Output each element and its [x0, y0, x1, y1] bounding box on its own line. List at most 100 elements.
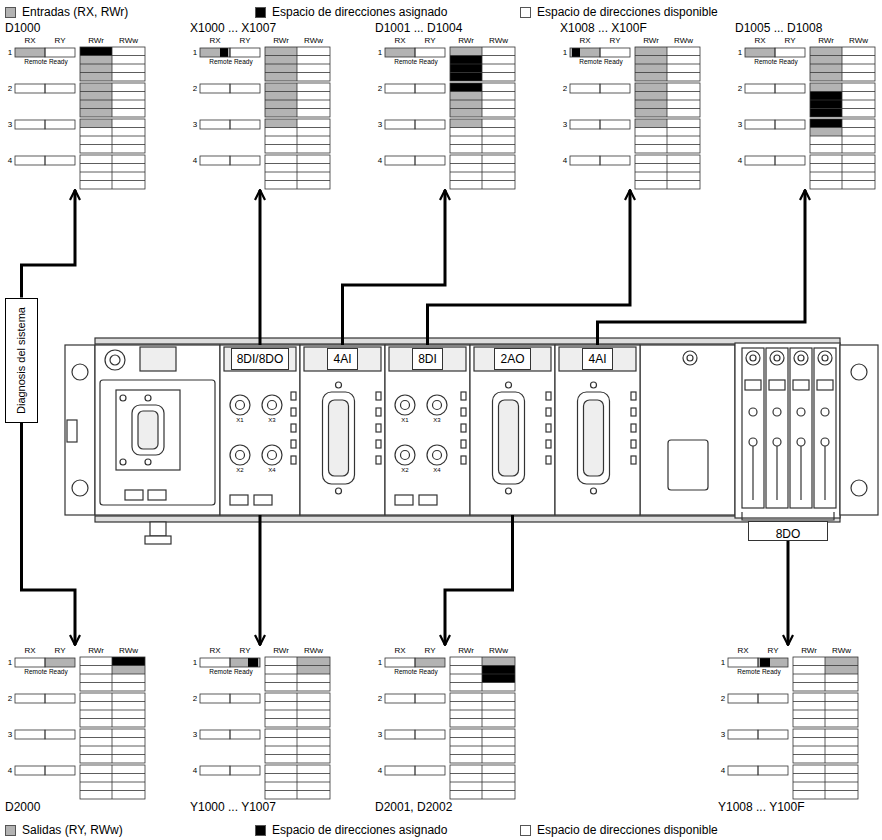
register-divider: [825, 765, 826, 799]
register-divider: [265, 163, 330, 164]
manual-override: [817, 380, 833, 390]
register-divider: [297, 83, 298, 117]
table-grid: [190, 35, 330, 190]
address-cell: [265, 119, 297, 128]
right-end-plate: [840, 345, 878, 515]
address-cell: [635, 83, 667, 92]
register-divider: [635, 91, 700, 92]
rx-strip: [200, 84, 230, 93]
table-grid: [375, 35, 515, 190]
status-led: [376, 440, 381, 448]
ry-strip: [775, 156, 805, 165]
legend-swatch: [5, 7, 16, 18]
socket-tag: X1: [230, 417, 250, 424]
address-cell: [810, 100, 842, 109]
table-cell: 1: [375, 658, 385, 668]
m12-socket: [230, 395, 250, 415]
table-label: RY: [425, 646, 436, 655]
table-label: RY: [55, 646, 66, 655]
socket-label: X4: [433, 467, 440, 473]
rx-strip: [200, 730, 230, 739]
socket-label: X4: [268, 467, 275, 473]
address-cell: [570, 48, 600, 57]
table-label: Remote Ready: [579, 58, 622, 65]
address-cell: [572, 48, 580, 57]
solenoid-cap: [822, 355, 828, 361]
register-divider: [482, 119, 483, 153]
ry-strip: [45, 658, 75, 667]
register-divider: [635, 136, 700, 137]
pneumatic-interface: [640, 345, 735, 515]
table-cell: 3: [375, 120, 385, 130]
register-divider: [450, 737, 515, 738]
table-cell: 2: [735, 84, 745, 94]
status-led: [461, 424, 466, 432]
address-cell: [635, 119, 667, 128]
table-label: RY: [55, 36, 66, 45]
register-divider: [112, 657, 113, 691]
register-divider: [450, 746, 515, 747]
ry-strip: [775, 120, 805, 129]
register-block: [635, 155, 700, 189]
rx-strip: [385, 120, 415, 129]
address-cell: [80, 92, 112, 101]
table-cell: RY: [758, 645, 788, 656]
io-module-housing: [220, 345, 300, 515]
table-cell: 3: [375, 730, 385, 740]
table-cell: RX: [385, 35, 415, 46]
table-cell: 2: [718, 694, 728, 704]
address-cell: [450, 73, 482, 82]
register-divider: [80, 64, 145, 65]
register-block: [80, 155, 145, 189]
ry-strip: [230, 766, 260, 775]
solenoid-cap: [794, 351, 808, 365]
memory-map-table: D2000RXRYRWrRWw1Remote Ready234: [5, 645, 145, 813]
socket-label: X2: [236, 467, 243, 473]
address-cell: [482, 657, 515, 666]
address-cell: [80, 47, 112, 56]
register-divider: [450, 64, 515, 65]
table-cell: 1: [5, 48, 15, 58]
register-divider: [265, 701, 330, 702]
register-divider: [635, 55, 700, 56]
table-cell: 4: [735, 156, 745, 166]
legend-entry: Espacio de direcciones asignado: [255, 823, 447, 837]
io-module: 2AO: [470, 345, 555, 515]
register-divider: [80, 754, 145, 755]
rx-strip: [15, 658, 45, 667]
memory-map-table: D1001 ... D1004RXRYRWrRWw1Remote Ready23…: [375, 22, 515, 190]
led-window: [395, 495, 413, 505]
status-led: [291, 424, 296, 432]
table-cell: RWw: [842, 35, 875, 46]
address-cell: [482, 674, 515, 683]
module-label: 8DO: [776, 527, 801, 541]
rx-strip: [570, 156, 600, 165]
register-divider: [265, 754, 330, 755]
address-heading: D1001 ... D1004: [375, 21, 462, 35]
ry-strip: [758, 766, 788, 775]
register-block: [265, 657, 330, 691]
table-label: RX: [754, 36, 765, 45]
table-label: 4: [378, 766, 382, 775]
sub-d-connector: [493, 392, 525, 484]
register-divider: [80, 136, 145, 137]
rx-strip: [385, 658, 415, 667]
register-divider: [810, 100, 875, 101]
table-label: 1: [193, 658, 197, 667]
rx-strip: [15, 730, 45, 739]
end-plate-slot: [67, 420, 77, 442]
table-label: 2: [8, 84, 12, 93]
register-block: [80, 729, 145, 763]
address-cell: [810, 100, 842, 109]
table-cell: RY: [230, 645, 260, 656]
table-cell: RWr: [450, 35, 482, 46]
table-cell: RWw: [482, 35, 515, 46]
m12-socket: [262, 395, 282, 415]
valve-port: [773, 438, 781, 446]
table-cell: RY: [415, 35, 445, 46]
rx-strip: [570, 84, 600, 93]
table-cell: RWw: [297, 645, 330, 656]
